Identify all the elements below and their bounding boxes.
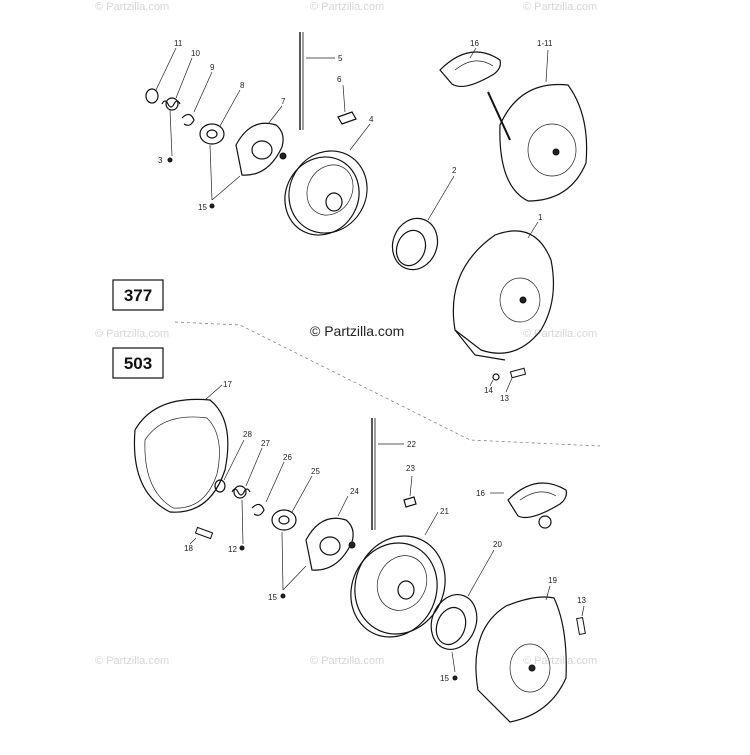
spring-377 [161, 57, 193, 111]
seal-503 [430, 549, 495, 650]
engine-label-503: 503 [112, 347, 164, 379]
callout-3: 3 [158, 156, 163, 165]
callout-6: 6 [337, 75, 342, 84]
callout-10: 10 [191, 49, 200, 58]
leader-15b [211, 175, 241, 201]
callout-15-upper: 15 [198, 203, 207, 212]
drop-icon [239, 545, 245, 551]
clip-377 [181, 71, 213, 126]
callout-21: 21 [440, 507, 449, 516]
pawl-503 [271, 475, 313, 531]
callout-16-lower: 16 [476, 489, 485, 498]
rope-377 [299, 32, 335, 130]
engine-label-377: 377 [112, 279, 164, 311]
washer-14 [489, 373, 500, 387]
callout-15-lower-left: 15 [268, 593, 277, 602]
callout-17: 17 [223, 380, 232, 389]
rope-pulley-377 [284, 123, 371, 236]
watermark-center: © Partzilla.com [310, 323, 404, 339]
callout-7: 7 [281, 97, 286, 106]
leader-3 [169, 109, 173, 157]
callout-16-upper: 16 [470, 39, 479, 48]
key-503 [403, 475, 417, 508]
watermark-mid-left: © Partzilla.com [95, 328, 169, 340]
callout-20: 20 [493, 540, 502, 549]
callout-11: 11 [174, 39, 183, 48]
callout-1: 1 [538, 213, 543, 222]
rope-503 [371, 418, 404, 530]
callout-27: 27 [261, 439, 270, 448]
handle-377 [439, 47, 511, 141]
spring-503 [231, 447, 263, 499]
callout-13-lower: 13 [577, 596, 586, 605]
washer-503 [214, 439, 245, 493]
bolt-18 [189, 526, 214, 545]
leader-15d [282, 565, 307, 591]
washer-377 [145, 47, 177, 104]
watermark-mid-right: © Partzilla.com [523, 328, 597, 340]
callout-2: 2 [452, 166, 457, 175]
pulley-cover-377 [235, 105, 287, 176]
drop-icon [167, 157, 173, 163]
seal-377 [391, 175, 455, 271]
callout-14: 14 [484, 386, 493, 395]
watermark-top-center: © Partzilla.com [310, 1, 384, 13]
pulley-cover-503 [305, 495, 356, 571]
clip-503 [251, 461, 285, 516]
callout-24: 24 [350, 487, 359, 496]
callout-4: 4 [369, 115, 374, 124]
callout-28: 28 [243, 430, 252, 439]
starter-frame-503 [133, 384, 229, 513]
callout-22: 22 [407, 440, 416, 449]
leader-15c [281, 531, 284, 591]
watermark-bottom-right: © Partzilla.com [523, 655, 597, 667]
callout-12: 12 [228, 545, 237, 554]
callout-23: 23 [406, 464, 415, 473]
engine-label-503-text: 503 [124, 354, 152, 373]
callout-25: 25 [311, 467, 320, 476]
drop-icon [452, 675, 458, 681]
rope-pulley-503 [350, 511, 446, 638]
engine-label-377-text: 377 [124, 286, 152, 305]
drop-icon [209, 203, 215, 209]
pawl-377 [199, 89, 241, 145]
key-377 [337, 84, 357, 125]
watermark-top-left: © Partzilla.com [95, 1, 169, 13]
callout-13-upper: 13 [500, 394, 509, 403]
handle-503 [490, 482, 567, 529]
callout-8: 8 [240, 81, 245, 90]
watermark-bottom-left: © Partzilla.com [95, 655, 169, 667]
leader-15a [209, 144, 213, 201]
watermark-bottom-center: © Partzilla.com [310, 655, 384, 667]
starter-assembly-377 [499, 49, 588, 202]
callout-5: 5 [338, 54, 343, 63]
leader-12 [241, 499, 244, 545]
starter-housing-377 [452, 221, 555, 361]
drop-icon [280, 593, 286, 599]
starter-housing-503 [475, 585, 567, 723]
callout-1-11: 1-11 [537, 39, 553, 48]
section-divider-line [174, 321, 601, 447]
bolt-503 [576, 605, 586, 635]
callout-18: 18 [184, 544, 193, 553]
callout-15-lower-right: 15 [440, 674, 449, 683]
leader-15e [451, 651, 456, 673]
bolt-377 [505, 367, 527, 393]
callout-19: 19 [548, 576, 557, 585]
watermark-top-right: © Partzilla.com [523, 1, 597, 13]
callout-26: 26 [283, 453, 292, 462]
callout-9: 9 [210, 63, 215, 72]
